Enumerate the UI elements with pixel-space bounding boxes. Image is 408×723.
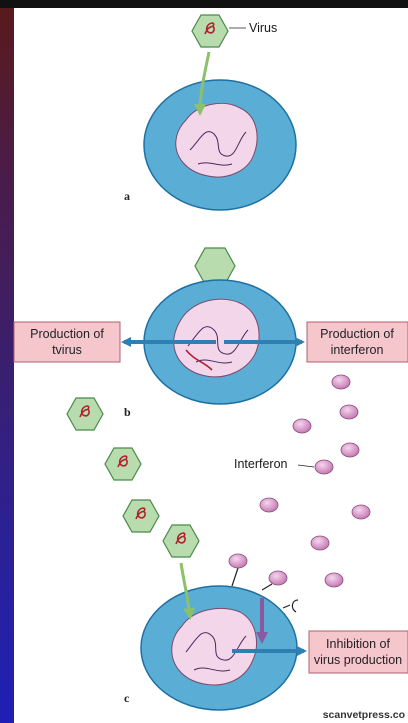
interferon-molecule [311,536,329,550]
virus-label: Virus [249,21,277,35]
virus-particle [123,500,159,532]
virus-particle-a [192,15,228,47]
interferon-molecule [340,405,358,419]
panel-b: Production of tvirus Production of inter… [14,248,408,419]
production-interferon-line-1: Production of [320,327,394,341]
interferon-molecules: Interferon [234,375,370,587]
bound-interferon [269,571,287,585]
interferon-label: Interferon [234,457,288,471]
interferon-molecule [315,460,333,474]
interferon-label-leader [298,465,314,467]
receptor-stalk [262,584,272,590]
panel-c: Inhibition of virus production c [124,554,408,710]
inhibition-line-2: virus production [314,653,402,667]
interferon-molecule [325,573,343,587]
interferon-molecule [341,443,359,457]
panel-a: Virus a [124,15,296,210]
panel-label-a: a [124,189,130,203]
released-viruses [67,398,199,557]
panel-label-c: c [124,691,130,705]
source-credit: scanvetpress.co [323,709,405,721]
interferon-molecule [293,419,311,433]
inhibition-line-1: Inhibition of [326,637,390,651]
interferon-molecule [332,375,350,389]
empty-receptor [283,600,298,612]
virus-particle [105,448,141,480]
production-virus-line-1: Production of [30,327,104,341]
virus-particle [163,525,199,557]
virus-capsid-b [195,248,235,284]
production-virus-line-2: tvirus [52,343,82,357]
interferon-molecule [260,498,278,512]
production-interferon-line-2: interferon [331,343,384,357]
bound-interferon [229,554,247,568]
receptor-stalk [232,568,238,586]
interferon-molecule [352,505,370,519]
virus-particle [67,398,103,430]
panel-label-b: b [124,405,131,419]
